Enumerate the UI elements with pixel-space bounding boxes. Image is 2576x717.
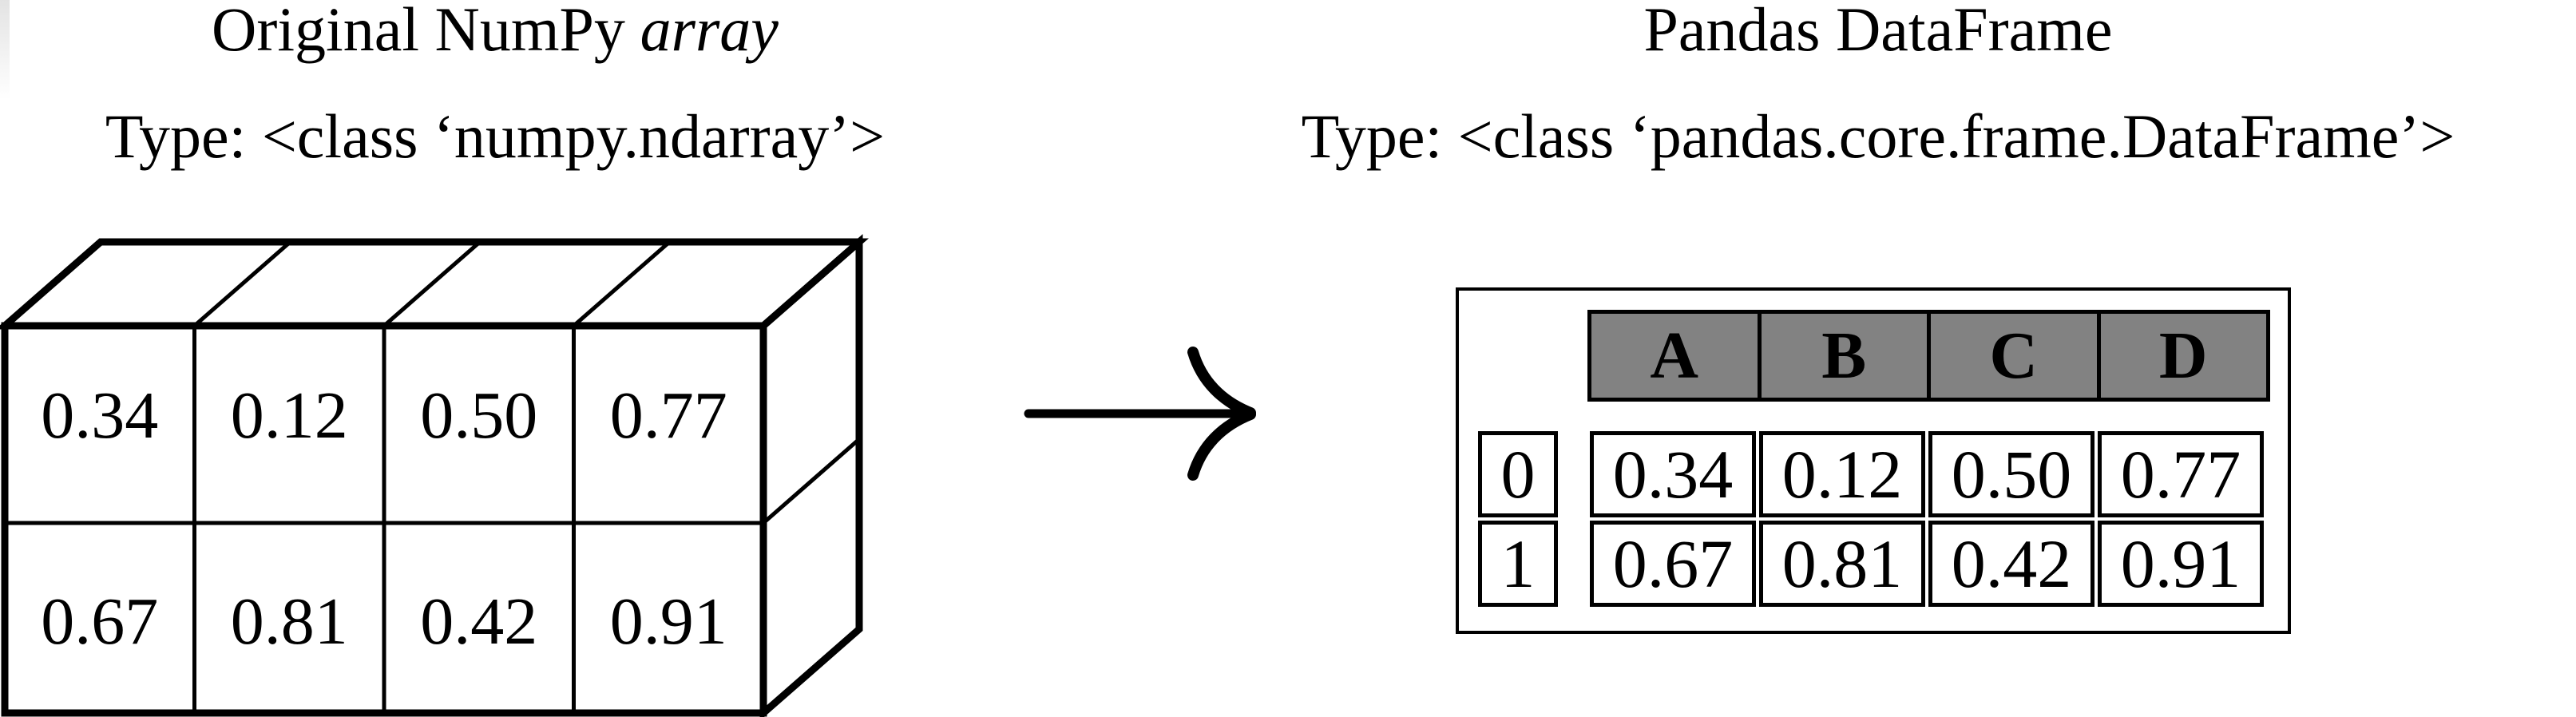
dataframe-index-cell: 0 bbox=[1478, 431, 1558, 517]
dataframe-column-header: A bbox=[1591, 314, 1762, 398]
array-cell-value: 0.81 bbox=[231, 584, 348, 659]
array-cell-value: 0.91 bbox=[610, 584, 727, 659]
transform-arrow-icon bbox=[1024, 347, 1256, 481]
dataframe-box: A B C D 0 1 0.34 0.12 0.50 0.77 0.67 0.8… bbox=[1456, 287, 2291, 634]
array-cell-value: 0.67 bbox=[41, 584, 158, 659]
dataframe-header-row: A B C D bbox=[1587, 310, 2270, 402]
left-title-regular: Original NumPy bbox=[212, 0, 625, 64]
right-panel-type-line: Type: <class ‘pandas.core.frame.DataFram… bbox=[1301, 101, 2455, 171]
array-cell-value: 0.12 bbox=[231, 378, 348, 453]
array-values: 0.34 0.12 0.50 0.77 0.67 0.81 0.42 0.91 bbox=[41, 378, 727, 659]
array-front-grid bbox=[5, 326, 763, 713]
dataframe-value-cell: 0.12 bbox=[1759, 431, 1925, 517]
left-panel-type-line: Type: <class ‘numpy.ndarray’> bbox=[105, 101, 886, 171]
array-cell-value: 0.42 bbox=[420, 584, 537, 659]
array-cell-value: 0.77 bbox=[610, 378, 727, 453]
window-edge-artifact bbox=[0, 0, 10, 100]
array-cell-value: 0.34 bbox=[41, 378, 158, 453]
dataframe-column-header: C bbox=[1931, 314, 2101, 398]
array-cell-value: 0.50 bbox=[420, 378, 537, 453]
dataframe-value-cell: 0.34 bbox=[1590, 431, 1756, 517]
dataframe-value-cell: 0.91 bbox=[2098, 521, 2264, 607]
array-top-face-dividers bbox=[192, 240, 672, 327]
dataframe-value-cell: 0.67 bbox=[1590, 521, 1756, 607]
dataframe-index-cell: 1 bbox=[1478, 521, 1558, 607]
numpy-array-3d: 0.34 0.12 0.50 0.77 0.67 0.81 0.42 0.91 bbox=[0, 234, 869, 717]
array-side-face-divider bbox=[762, 438, 861, 525]
dataframe-value-cell: 0.81 bbox=[1759, 521, 1925, 607]
left-title-italic: array bbox=[640, 0, 779, 64]
right-panel-title: Pandas DataFrame bbox=[1643, 0, 2113, 64]
dataframe-value-cell: 0.77 bbox=[2098, 431, 2264, 517]
array-side-face bbox=[759, 234, 863, 717]
dataframe-value-cell: 0.50 bbox=[1928, 431, 2094, 517]
dataframe-value-cell: 0.42 bbox=[1928, 521, 2094, 607]
dataframe-column-header: B bbox=[1762, 314, 1931, 398]
dataframe-column-header: D bbox=[2158, 319, 2208, 393]
